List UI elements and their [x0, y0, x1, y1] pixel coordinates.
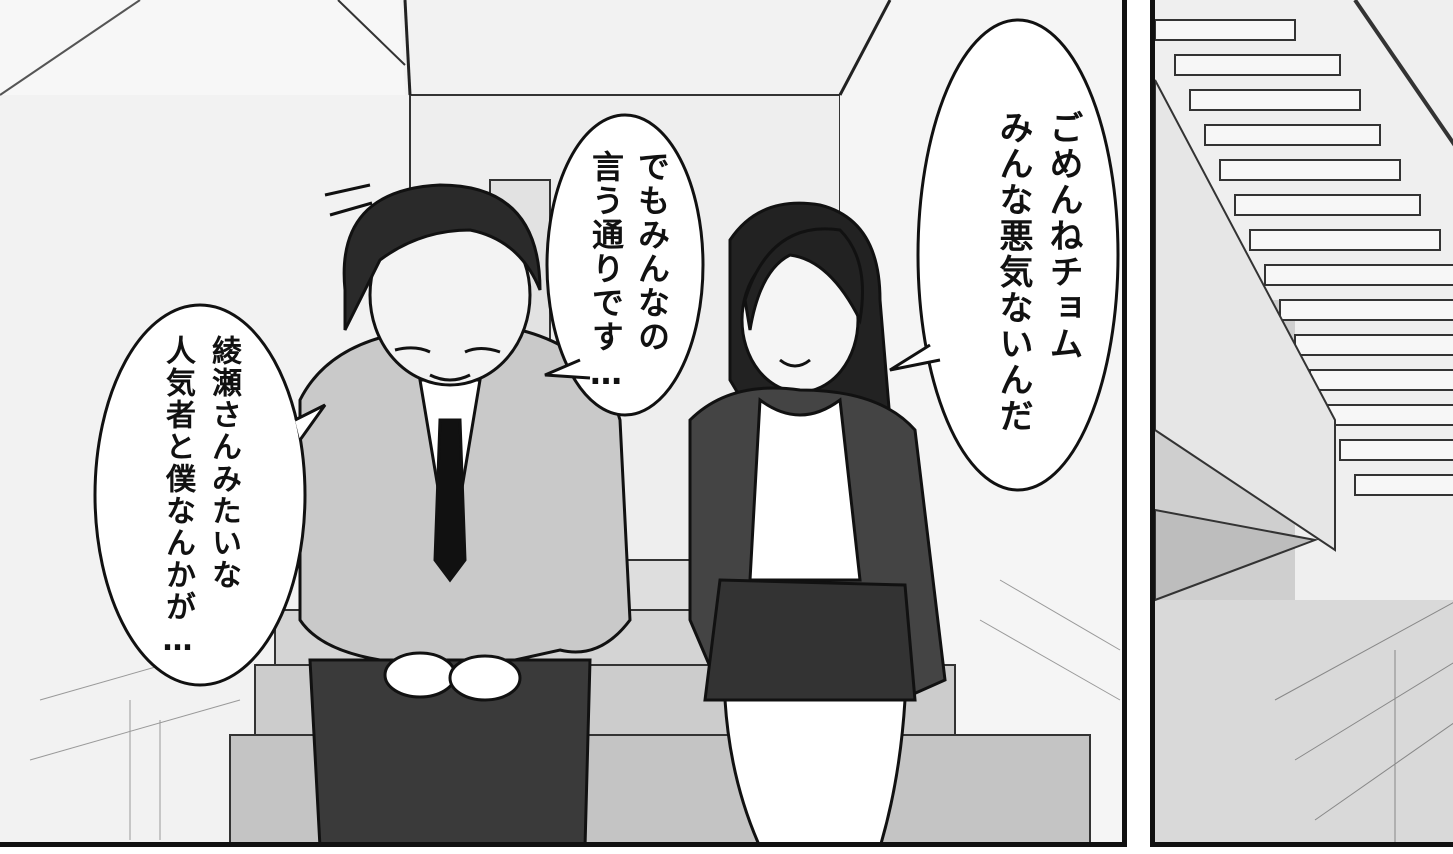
- boy-mid-bubble-line2: 言う通りです…: [587, 150, 625, 394]
- girl-bubble-shape: [916, 18, 1120, 492]
- boy-mid-bubble-line1: でもみんなの: [633, 150, 671, 354]
- boy-figure: [298, 183, 632, 842]
- girl-bubble-line2: みんな悪気ないんだ: [993, 110, 1033, 434]
- bubble-shapes: [93, 18, 1120, 687]
- right-panel: [1150, 0, 1453, 847]
- boy-left-bubble-line1: 綾瀬さんみたいな: [206, 335, 241, 591]
- girl-figure: [688, 201, 947, 842]
- boy-left-bubble-shape: [93, 303, 307, 687]
- left-panel: ごめんねチョム みんな悪気ないんだ でもみんなの 言う通りです… 綾瀬さんみたい…: [0, 0, 1127, 847]
- girl-bubble-line1: ごめんねチョム: [1043, 110, 1083, 362]
- boy-left-bubble-line2: 人気者と僕なんかが…: [160, 335, 195, 660]
- staircase-art: [1155, 0, 1453, 842]
- boy-mid-bubble-shape: [545, 113, 705, 417]
- stair-flight: [1155, 19, 1453, 496]
